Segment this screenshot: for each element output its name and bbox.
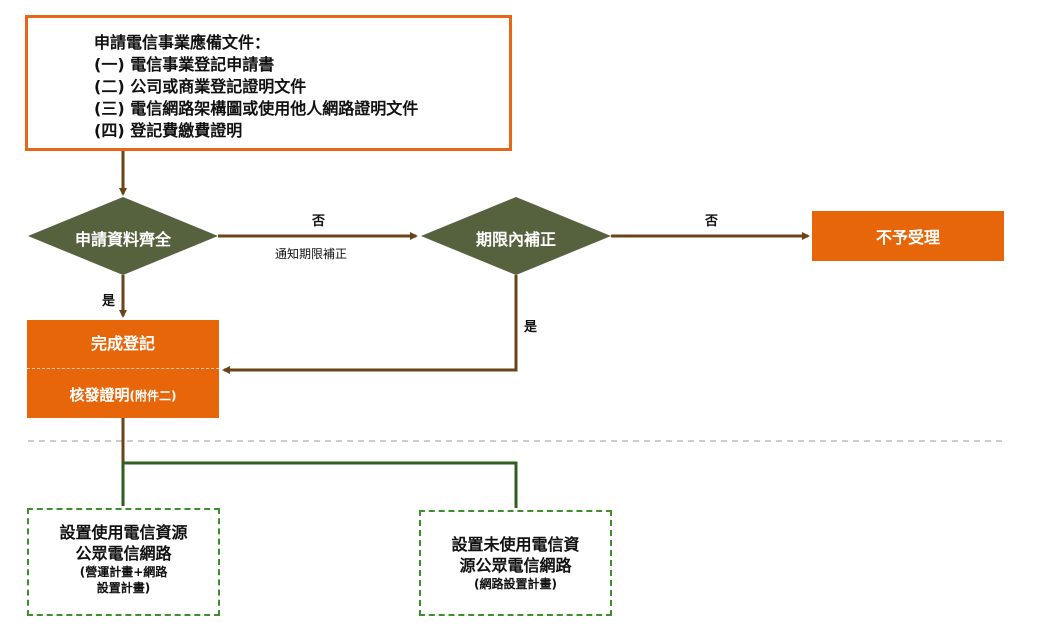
outcome1-note2: 設置計畫) xyxy=(96,581,151,595)
decision2-diamond xyxy=(421,197,611,275)
decision1-no-label: 否 xyxy=(312,214,326,229)
decision1-no-note: 通知期限補正 xyxy=(275,247,348,261)
documents-title: 申請電信事業應備文件： xyxy=(94,33,271,52)
required-documents-text: 申請電信事業應備文件： (一) 電信事業登記申請書 (二) 公司或商業登記證明文… xyxy=(94,32,418,142)
outcome1-line2: 公眾電信網路 xyxy=(75,544,172,563)
complete-divider xyxy=(27,368,219,369)
complete-subtitle: 核發證明 xyxy=(69,386,130,404)
decision2-label: 期限內補正 xyxy=(475,230,556,249)
outcome1-line1: 設置使用電信資源 xyxy=(59,523,188,542)
required-documents-box: 申請電信事業應備文件： (一) 電信事業登記申請書 (二) 公司或商業登記證明文… xyxy=(25,15,512,151)
outcome1-note1: (營運計畫+網路 xyxy=(79,565,168,579)
complete-subtitle-note: (附件二) xyxy=(129,389,177,403)
decision1-diamond xyxy=(28,197,218,275)
decision1-yes-label: 是 xyxy=(102,294,116,309)
document-item: (二) 公司或商業登記證明文件 xyxy=(94,77,307,96)
decision2-no-label: 否 xyxy=(705,214,719,229)
outcome2-line1: 設置未使用電信資 xyxy=(451,535,580,554)
document-item: (四) 登記費繳費證明 xyxy=(94,121,243,140)
arrow-decision2-to-complete xyxy=(222,275,518,374)
complete-title: 完成登記 xyxy=(90,334,155,353)
decision1-label: 申請資料齊全 xyxy=(74,230,171,249)
outcome-with-resources-box: 設置使用電信資源 公眾電信網路 (營運計畫+網路 設置計畫) xyxy=(27,508,220,616)
branch-line xyxy=(121,461,518,508)
document-item: (三) 電信網路架構圖或使用他人網路證明文件 xyxy=(94,99,419,118)
complete-registration-box: 完成登記 核發證明(附件二) xyxy=(27,320,219,418)
outcome2-line2: 源公眾電信網路 xyxy=(459,556,572,575)
reject-label: 不予受理 xyxy=(875,228,940,247)
reject-box: 不予受理 xyxy=(812,211,1004,261)
outcome-without-resources-box: 設置未使用電信資 源公眾電信網路 (網路設置計畫) xyxy=(419,510,612,616)
decision2-yes-label: 是 xyxy=(524,320,538,335)
complete-subtitle-row: 核發證明(附件二) xyxy=(27,384,219,405)
outcome2-note1: (網路設置計畫) xyxy=(474,577,557,591)
document-item: (一) 電信事業登記申請書 xyxy=(94,55,275,74)
